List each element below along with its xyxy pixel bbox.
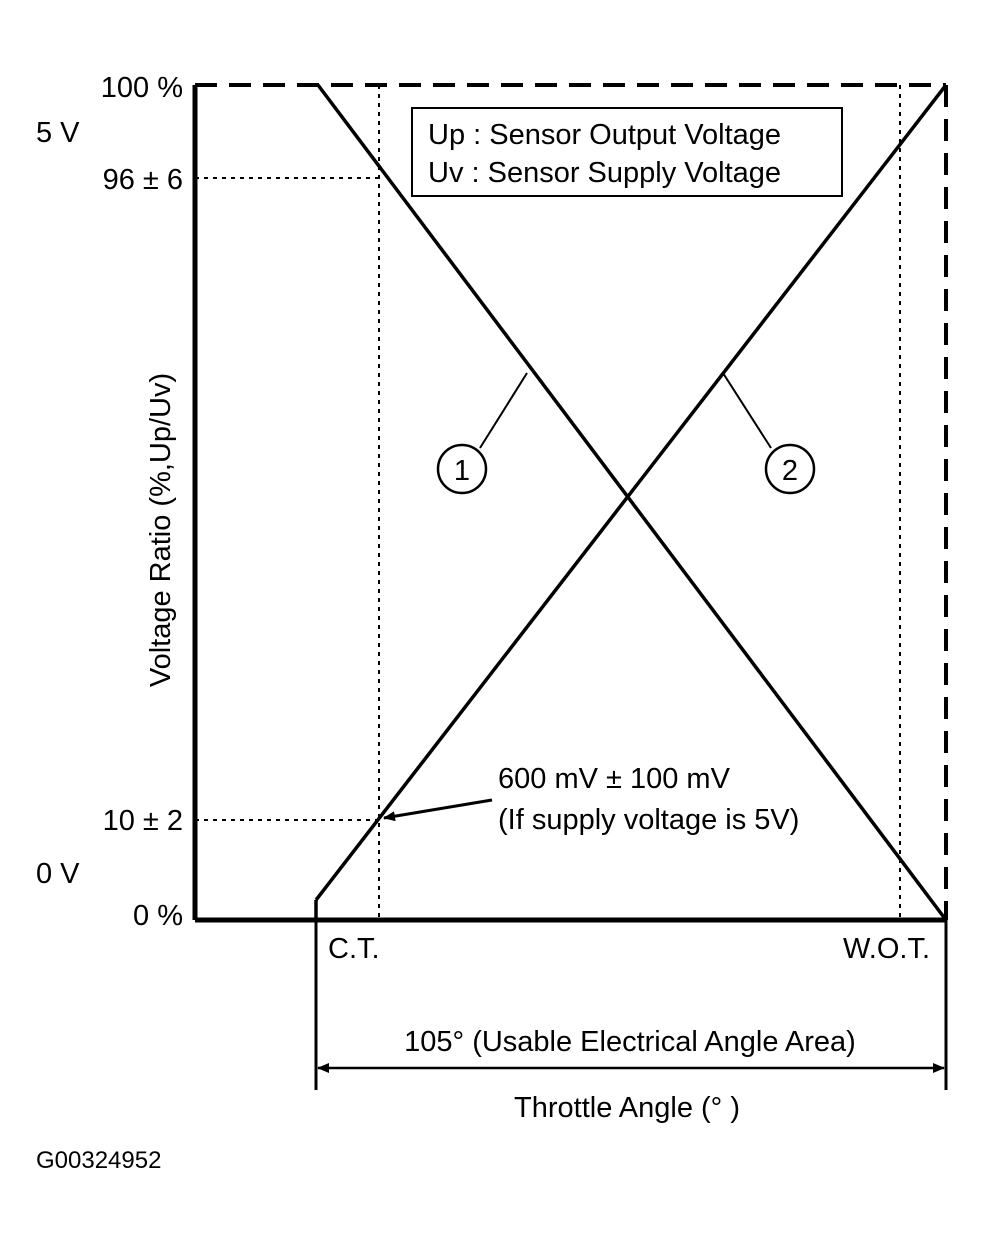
curve-2-line [314,83,948,902]
ct-label: C.T. [328,933,380,965]
annotation-arrow [383,798,493,822]
callout-1-leader [479,372,528,449]
y-axis-title: Voltage Ratio (%,Up/Uv) [145,373,177,687]
annotation-line-1: 600 mV ± 100 mV [498,763,731,795]
y-bottom-voltage-label: 0 V [36,858,80,890]
legend-uv-line: Uv : Sensor Supply Voltage [428,157,781,189]
annotation-line-2: (If supply voltage is 5V) [498,804,799,836]
callout-1-number: 1 [454,455,470,487]
legend-box [411,107,843,197]
y-bottom-percent-label: 0 % [133,900,183,932]
y-lower-mark-label: 10 ± 2 [103,805,183,837]
callout-1-circle [436,443,488,495]
y-top-voltage-label: 5 V [36,117,80,149]
wot-label: W.O.T. [843,933,930,965]
callout-2-leader [722,372,772,449]
callout-2-circle [764,443,816,495]
y-upper-mark-label: 96 ± 6 [103,164,183,196]
range-label: 105° (Usable Electrical Angle Area) [404,1026,856,1058]
x-axis-title: Throttle Angle (° ) [514,1092,740,1124]
legend-up-line: Up : Sensor Output Voltage [428,119,781,151]
figure-id: G00324952 [36,1147,161,1174]
y-top-percent-label: 100 % [101,72,183,104]
callout-2-number: 2 [782,455,798,487]
curve-1-line [316,83,948,922]
